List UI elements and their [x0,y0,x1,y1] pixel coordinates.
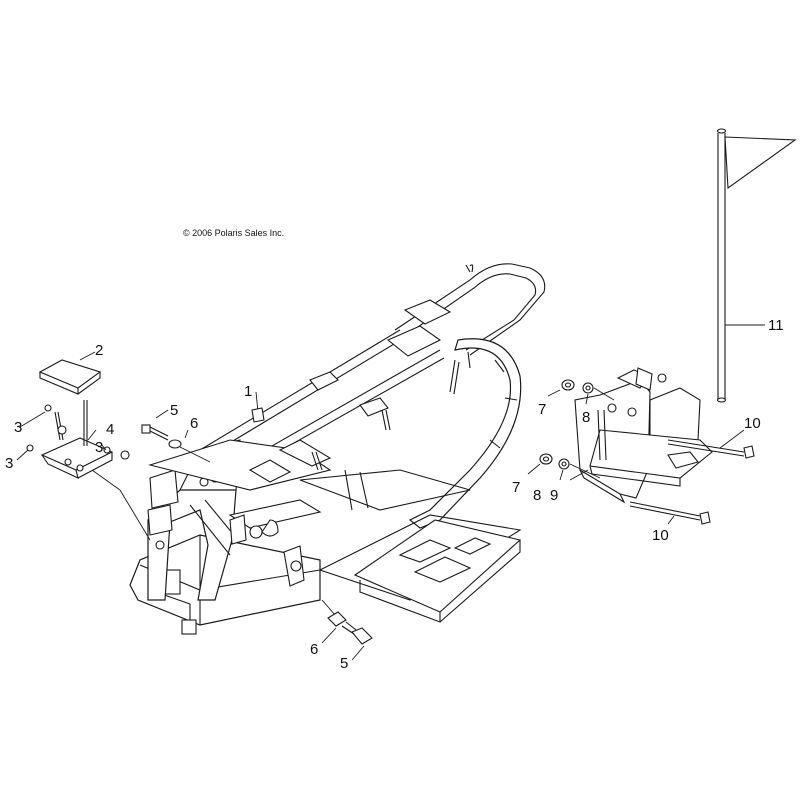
callout-3-left: 3 [5,455,13,472]
callout-4: 4 [106,421,114,438]
callout-6-lower: 6 [310,641,318,658]
callout-10-lower: 10 [652,527,669,544]
bracket-part [16,400,151,541]
safety-flag [716,128,797,403]
bolt-and-nut-lower [321,599,373,661]
callout-8-lower: 8 [533,487,541,504]
callout-5-upper: 5 [170,402,178,419]
nut-washer-set [527,379,615,481]
callout-11: 11 [768,317,784,334]
callout-3-right: 3 [95,439,103,456]
copyright-text: © 2006 Polaris Sales Inc. [183,228,284,238]
callout-10-upper: 10 [744,415,761,432]
callout-6-upper: 6 [190,415,198,432]
callout-3-upper: 3 [14,419,22,436]
callout-9: 9 [550,487,558,504]
callout-7-upper: 7 [538,401,546,418]
callout-1: 1 [244,383,252,400]
callout-8-upper: 8 [582,409,590,426]
bolt-and-nut-upper [141,409,211,463]
pad-part [38,351,102,395]
callout-7-lower: 7 [512,479,520,496]
callout-5-lower: 5 [340,655,348,672]
long-bolts [629,429,755,525]
main-frame [129,263,546,635]
rear-mount-bracket [569,367,713,504]
callout-2: 2 [95,342,103,359]
